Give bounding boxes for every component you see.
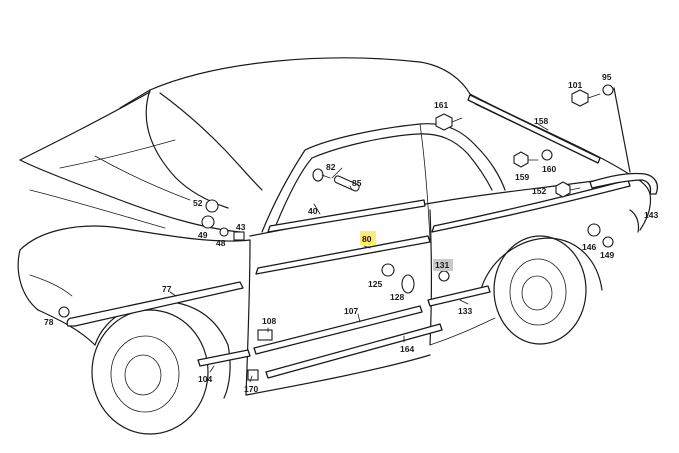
label-133[interactable]: 133	[458, 306, 472, 316]
label-49[interactable]: 49	[198, 230, 208, 240]
label-85[interactable]: 85	[352, 178, 362, 188]
label-101[interactable]: 101	[568, 80, 582, 90]
strip-rear-bumper	[589, 172, 659, 195]
label-170[interactable]: 170	[244, 384, 258, 394]
label-159[interactable]: 159	[515, 172, 529, 182]
label-161[interactable]: 161	[434, 100, 448, 110]
label-40[interactable]: 40	[308, 206, 318, 216]
label-107[interactable]: 107	[344, 306, 358, 316]
label-82[interactable]: 82	[326, 162, 336, 172]
label-77[interactable]: 77	[162, 284, 172, 294]
label-160[interactable]: 160	[542, 164, 556, 174]
label-149[interactable]: 149	[600, 250, 614, 260]
label-164[interactable]: 164	[400, 344, 414, 354]
fasteners	[58, 84, 640, 381]
label-158[interactable]: 158	[534, 116, 548, 126]
label-146[interactable]: 146	[582, 242, 596, 252]
strip-104	[197, 349, 251, 367]
label-143[interactable]: 143	[644, 210, 658, 220]
highlight-box-131	[433, 259, 453, 271]
strip-107	[253, 305, 423, 355]
strip-40	[267, 199, 426, 233]
strip-164	[265, 323, 443, 379]
label-95[interactable]: 95	[602, 72, 612, 82]
part-labels: 101 95 161 158 82 85 160 159 152 52 40 4…	[44, 72, 658, 394]
label-128[interactable]: 128	[390, 292, 404, 302]
strip-77	[66, 281, 244, 327]
label-104[interactable]: 104	[198, 374, 212, 384]
car-outline	[17, 57, 652, 435]
leader-lines	[169, 123, 549, 383]
strip-133	[427, 285, 491, 307]
label-48[interactable]: 48	[216, 238, 226, 248]
highlight-box-80	[360, 231, 376, 245]
trim-strips	[66, 94, 659, 379]
strip-80	[255, 235, 431, 275]
label-43[interactable]: 43	[236, 222, 246, 232]
label-108[interactable]: 108	[262, 316, 276, 326]
label-80[interactable]: 80	[362, 234, 372, 244]
label-131[interactable]: 131	[435, 260, 449, 270]
label-52[interactable]: 52	[193, 198, 203, 208]
label-125[interactable]: 125	[368, 279, 382, 289]
label-78[interactable]: 78	[44, 317, 54, 327]
strip-rear-belt	[431, 179, 631, 233]
label-152[interactable]: 152	[532, 186, 546, 196]
